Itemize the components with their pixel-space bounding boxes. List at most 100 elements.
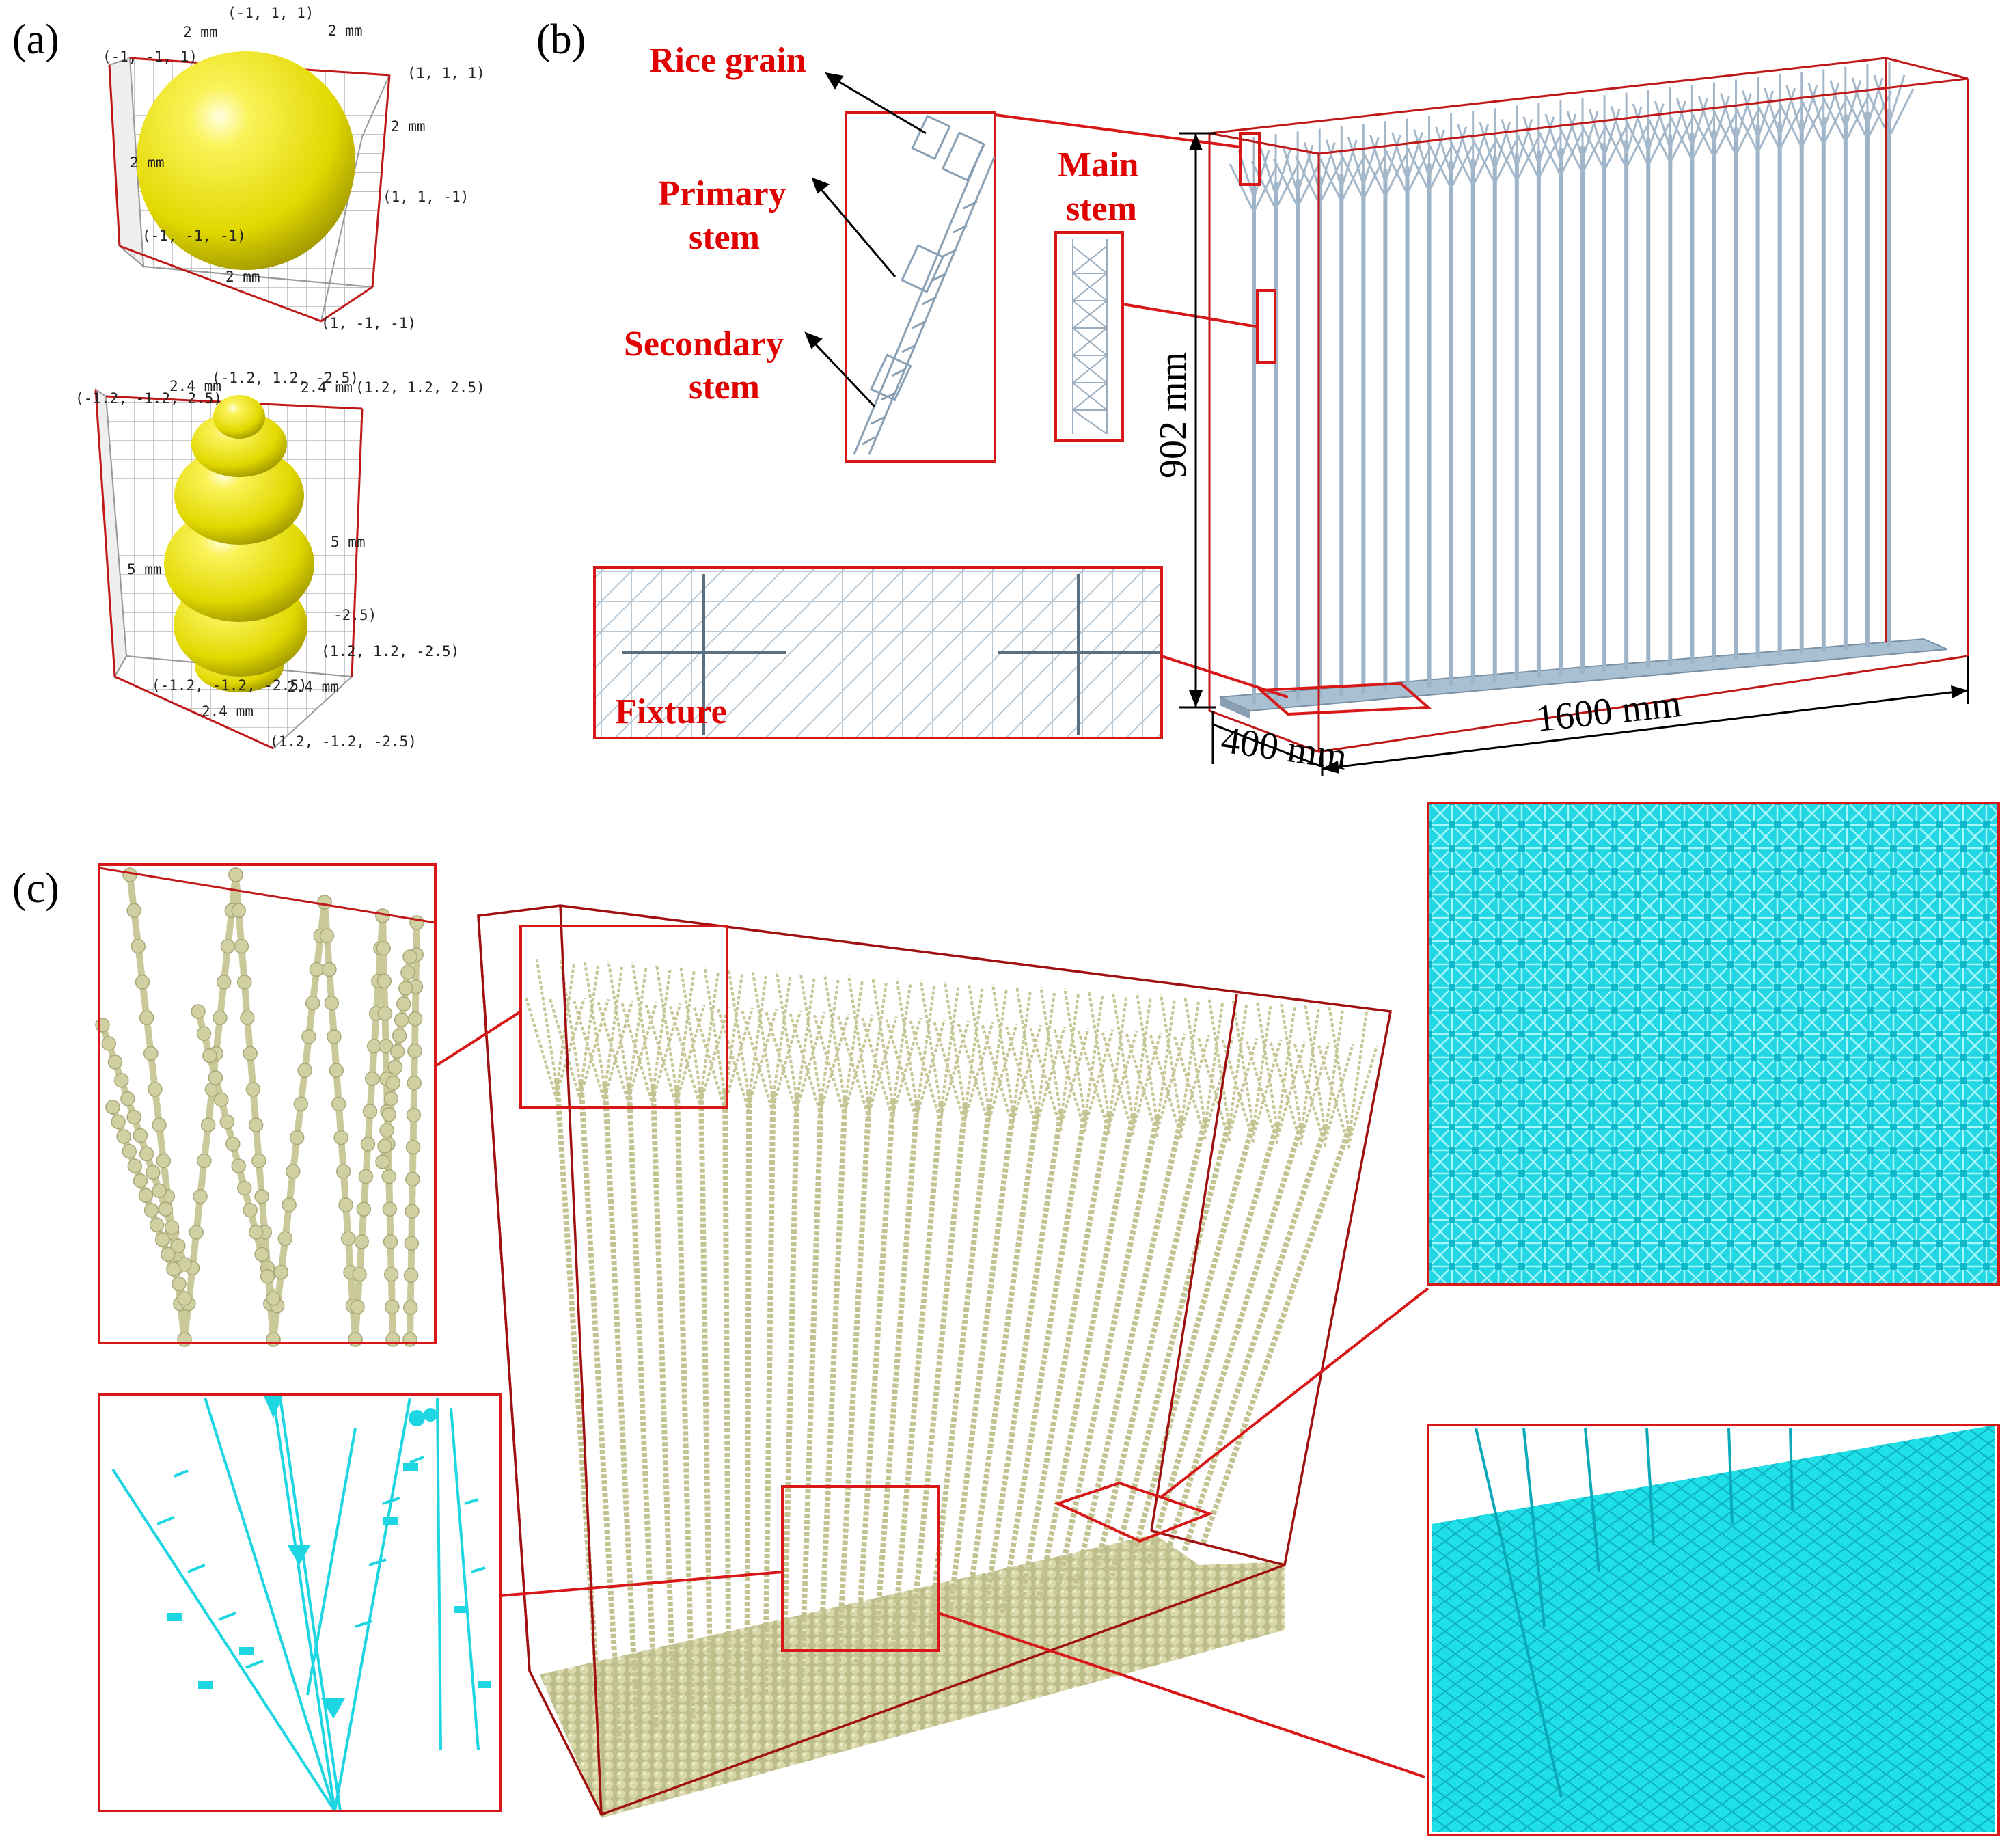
stem: [763, 1093, 776, 1694]
grain-corner-label: (1.2, 1.2, -2.5): [321, 643, 459, 660]
panicle: [812, 974, 874, 1119]
grain: [177, 1291, 192, 1306]
stem: [626, 1084, 659, 1731]
grain: [133, 1128, 148, 1143]
grain-corner-label: (-1.2, -1.2, -2.5): [152, 677, 307, 694]
grain: [240, 1010, 255, 1025]
grain: [152, 1117, 167, 1132]
panicle: [1755, 74, 1805, 150]
grain: [319, 928, 335, 943]
stem: [817, 1097, 848, 1676]
stem: [722, 1089, 732, 1707]
callout-leader: [1160, 1287, 1429, 1498]
grain: [107, 1055, 123, 1070]
panicle: [1360, 121, 1410, 197]
grain: [407, 1075, 422, 1091]
fixture-callout: [1257, 681, 1432, 716]
main-stem-detail-drawing: [1071, 239, 1108, 435]
panicle: [1579, 95, 1630, 171]
grain: [286, 1164, 301, 1179]
panicle: [573, 959, 634, 1104]
bond-zoom-bg: [99, 1394, 500, 1811]
grain: [111, 1114, 126, 1130]
grain: [360, 1137, 376, 1152]
base-callout-c: [1054, 1481, 1214, 1543]
grain: [383, 1266, 399, 1282]
grain: [219, 1114, 235, 1130]
panicle: [1221, 998, 1283, 1143]
panicle: [717, 968, 778, 1113]
domain-frame-b: [1208, 57, 1969, 754]
grain: [398, 981, 413, 996]
grain: [293, 1096, 309, 1112]
panicle: [668, 965, 730, 1110]
grain: [297, 1063, 312, 1078]
grain: [234, 938, 249, 954]
panicle: [1601, 92, 1652, 169]
panicle: [1426, 113, 1476, 189]
stem: [944, 1106, 1016, 1632]
grain: [329, 1063, 344, 1078]
grain: [340, 1231, 356, 1247]
bond-zoom-nodes: [167, 1394, 491, 1719]
grain-corner-label: (-1.2, 1.2, -2.5): [212, 370, 359, 386]
panicle: [957, 982, 1018, 1127]
grain: [402, 949, 417, 964]
bond-zoom-box: [98, 1393, 502, 1812]
grain: [376, 940, 391, 956]
panicle: [1733, 77, 1783, 153]
grain: [324, 995, 340, 1011]
sphere-corner-label: (-1, 1, 1): [228, 5, 314, 21]
panicle: [1820, 66, 1871, 143]
panicle: [693, 966, 754, 1111]
sphere-dimension-label: 2 mm: [130, 154, 165, 171]
base-zoom-box: [1427, 1424, 2000, 1836]
main-stem-label: stem: [1066, 189, 1137, 228]
stem: [780, 1094, 800, 1688]
grain: [403, 1300, 418, 1315]
grain: [400, 965, 415, 980]
stem: [999, 1111, 1088, 1614]
grain: [331, 1096, 346, 1112]
panicle: [1470, 108, 1520, 184]
grain: [243, 1046, 258, 1061]
panicle: [1338, 124, 1388, 200]
panicle: [1514, 103, 1564, 179]
grain: [381, 1169, 396, 1184]
grain: [122, 867, 137, 882]
grain: [273, 1264, 289, 1280]
callout-leader: [937, 1612, 1425, 1778]
grain: [282, 1197, 297, 1212]
crop-model-b: [1219, 62, 1948, 719]
callout-leader: [1161, 655, 1289, 698]
callout-leader: [499, 1571, 783, 1597]
grain: [214, 1092, 229, 1107]
rice-grain-particle: [164, 395, 314, 692]
panicle: [1864, 62, 1915, 137]
grain: [236, 1180, 252, 1196]
stem: [872, 1101, 920, 1657]
grain: [156, 1153, 171, 1169]
stem: [1091, 1118, 1208, 1583]
dimension-lines: [1179, 132, 1969, 776]
stem: [835, 1098, 872, 1670]
grain: [146, 1165, 161, 1180]
grain: [161, 1247, 176, 1262]
stem: [674, 1087, 696, 1719]
base-zoom-mesh: [1432, 1425, 1995, 1832]
panicle: [1272, 131, 1323, 208]
grain: [375, 1154, 390, 1169]
panicle: [1557, 98, 1608, 174]
grain: [158, 1201, 174, 1217]
stem: [1072, 1117, 1184, 1589]
panicle: [1404, 116, 1454, 192]
grain: [404, 1236, 420, 1251]
sphere-dimension-label: 2 mm: [183, 24, 218, 40]
panicle: [1029, 987, 1091, 1132]
panel-label-a: (a): [12, 16, 59, 63]
panicle: [1294, 128, 1345, 205]
grain: [135, 975, 150, 990]
panicle: [644, 964, 706, 1109]
label-arrows: [804, 72, 927, 408]
